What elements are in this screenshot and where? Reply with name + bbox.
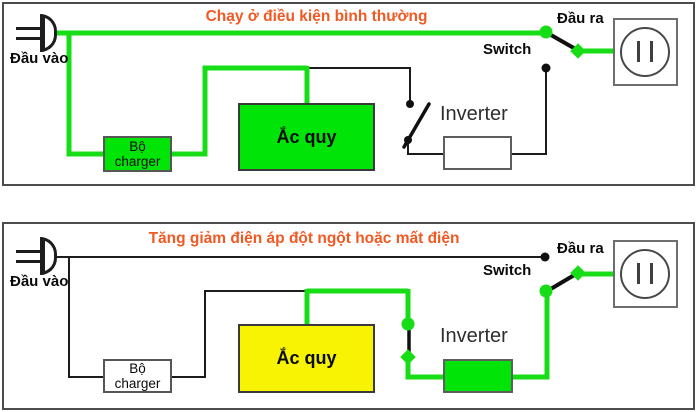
battery-switch-contact-top: [406, 100, 414, 108]
wire-charger-to-junction: [172, 290, 307, 378]
main-switch-node-inverter: [539, 284, 553, 298]
inverter-box: [443, 359, 513, 393]
charger-label: Bộ charger: [114, 361, 161, 391]
panel-power-failure: Tăng giảm điện áp đột ngột hoặc mất điện…: [2, 222, 695, 410]
circuit-wires-backup: [52, 252, 613, 380]
charger-box: Bộ charger: [103, 359, 172, 393]
outlet-slot: [637, 41, 640, 62]
outlet-face: [620, 27, 670, 77]
outlet-icon: [613, 18, 678, 86]
wire-junction-to-battery-switch: [307, 67, 411, 103]
outlet-icon: [613, 240, 678, 308]
outlet-slot: [650, 41, 653, 62]
input-label: Đầu vào: [10, 273, 69, 290]
main-switch: [539, 252, 586, 298]
plug-prong: [16, 27, 42, 30]
panel-title: Chạy ở điều kiện bình thường: [205, 8, 428, 25]
battery-switch-contact-bottom: [404, 136, 412, 144]
wires-active: [52, 30, 613, 157]
inverter-label: Inverter: [440, 103, 508, 125]
battery-switch-contact-bottom: [400, 349, 416, 365]
plug-body: [40, 237, 57, 275]
circuit-wires-normal: [52, 25, 613, 157]
battery-box: Ắc quy: [238, 324, 375, 393]
plug-prong: [16, 260, 42, 263]
charger-label: Bộ charger: [114, 139, 161, 169]
plug-body: [40, 14, 57, 52]
main-switch: [539, 25, 586, 73]
ac-plug-icon: [16, 234, 62, 278]
wire-battery-switch-to-inverter: [405, 357, 443, 380]
inverter-box: [443, 136, 512, 170]
battery-switch-contact-top: [401, 317, 415, 331]
wires-inactive: [307, 67, 547, 155]
main-switch-node-inverter: [541, 63, 551, 73]
wire-input-to-charger: [66, 33, 103, 157]
output-label: Đầu ra: [557, 240, 604, 257]
switch-label: Switch: [483, 41, 532, 58]
wire-inverter-to-main-switch: [513, 291, 550, 380]
outlet-slot: [650, 263, 653, 284]
inverter-label: Inverter: [440, 325, 508, 347]
battery-label: Ắc quy: [276, 348, 337, 368]
panel-title: Tăng giảm điện áp đột ngột hoặc mất điện: [148, 230, 460, 247]
plug-prong: [16, 37, 42, 40]
panel-normal-operation: Chạy ở điều kiện bình thường Đầu vào Bộ …: [2, 2, 695, 186]
plug-prong: [16, 250, 42, 253]
wires-inactive: [52, 256, 545, 378]
charger-box: Bộ charger: [103, 136, 172, 172]
wire-charger-to-junction: [172, 65, 307, 157]
wire-battery-switch-to-inverter: [407, 140, 443, 155]
main-switch-node-ac: [540, 252, 550, 262]
battery-box: Ắc quy: [238, 103, 375, 171]
battery-label: Ắc quy: [276, 126, 337, 147]
output-label: Đầu ra: [557, 10, 604, 27]
main-switch-node-ac: [539, 25, 553, 39]
switch-label: Switch: [483, 262, 532, 279]
battery-switch-closed: [400, 317, 416, 365]
outlet-slot: [637, 263, 640, 284]
wire-input-to-charger: [68, 257, 103, 378]
main-switch-node-output: [570, 265, 586, 281]
battery-switch-open: [402, 100, 431, 149]
outlet-face: [620, 249, 670, 299]
wire-inverter-to-main-switch: [512, 70, 547, 155]
ac-plug-icon: [16, 11, 62, 55]
input-label: Đầu vào: [10, 50, 69, 67]
